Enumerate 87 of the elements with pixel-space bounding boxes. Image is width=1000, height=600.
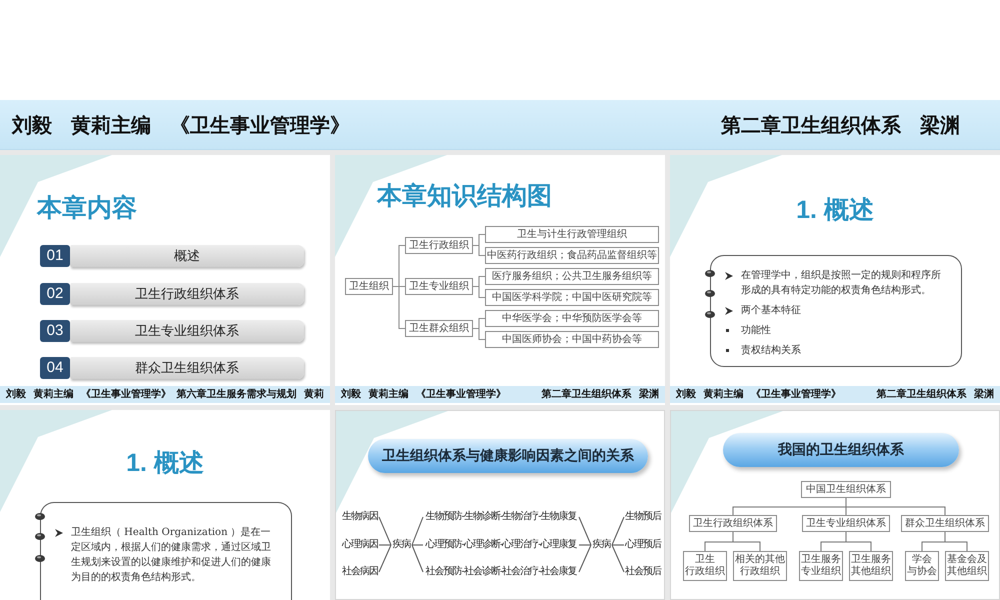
factor-label: 疾病: [392, 538, 411, 552]
slide-title: 1. 概述: [126, 448, 204, 478]
connector-line: [472, 245, 486, 256]
connector-line: [472, 328, 486, 340]
header-text: 第二章卫生组织体系 梁渊: [721, 112, 960, 138]
factor-label: 心理病因: [341, 538, 378, 552]
org-box: 卫生行政组织: [683, 551, 727, 581]
bullet-text: 在管理学中，组织是按照一定的规则和程序所形成的具有特定功能的权责角色结构形式。: [741, 268, 941, 298]
connector-line: [472, 286, 486, 298]
number-tab: 01: [40, 245, 70, 267]
topic-bar: 卫生行政组织体系: [70, 283, 304, 305]
org-box: 卫生专业组织: [405, 278, 473, 295]
org-box: 卫生服务其他组织: [849, 551, 893, 581]
slide-title: 1. 概述: [796, 195, 874, 225]
factor-label: 社会预后: [625, 565, 662, 579]
connector-line: [378, 544, 392, 546]
slide-thumbnail: [0, 410, 330, 600]
footer-band: [670, 386, 1000, 403]
title-pill: 卫生组织体系与健康影响因素之间的关系: [368, 439, 648, 473]
connector-line: [392, 286, 406, 329]
topic-bar: 概述: [70, 245, 304, 267]
title-pill: 我国的卫生组织体系: [723, 433, 959, 467]
slide-thumbnail: [670, 410, 1000, 600]
connector-line: [378, 516, 392, 546]
number-tab: 03: [40, 320, 70, 342]
topic-bar: 卫生专业组织体系: [70, 320, 304, 342]
factor-label: 疾病: [592, 538, 611, 552]
connector-line: [944, 532, 968, 552]
org-box: 卫生专业组织体系: [802, 515, 890, 532]
factor-label: 心理预后: [625, 538, 662, 552]
slide-title: 本章知识结构图: [377, 181, 552, 211]
org-box: 基金会及其他组织: [945, 551, 989, 581]
footer-text: 第二章卫生组织体系 梁渊: [876, 388, 994, 401]
header-band: [0, 100, 1000, 150]
footer-text: 第二章卫生组织体系 梁渊: [542, 388, 659, 401]
footer-text: 刘毅 黄莉主编 《卫生事业管理学》: [676, 388, 841, 401]
org-box: 中国医师协会；中国中药协会等: [485, 331, 659, 348]
org-box: 卫生群众组织: [405, 320, 473, 337]
org-box: 中华医学会；中华预防医学会等: [485, 310, 659, 327]
topic-bar: 群众卫生组织体系: [70, 357, 304, 379]
slide-title: 本章内容: [37, 193, 137, 223]
slide-thumbnail: [0, 155, 330, 405]
connector-line: [578, 544, 592, 546]
org-box: 相关的其他行政组织: [733, 551, 787, 581]
connector-line: [578, 544, 592, 572]
org-box: 卫生服务专业组织: [799, 551, 843, 581]
slide-thumbnail: [335, 410, 665, 600]
org-box: 医疗服务组织；公共卫生服务组织等: [485, 268, 659, 285]
connector-line: [378, 544, 392, 572]
connector-line: [612, 544, 624, 546]
org-box: 中国医学科学院；中国中医研究院等: [485, 289, 659, 306]
org-box: 卫生行政组织: [405, 237, 473, 254]
footer-text: 第六章卫生服务需求与规划 黄莉: [176, 388, 324, 401]
org-box: 中国卫生组织体系: [801, 481, 891, 498]
slide-thumbnail: [670, 155, 1000, 405]
org-box: 群众卫生组织体系: [901, 515, 989, 532]
factor-label: 社会预防-社会诊断-社会治疗-社会康复: [424, 565, 578, 579]
bullet-text: 功能性: [741, 324, 771, 338]
factor-label: 心理预防-心理诊断-心理治疗-心理康复: [424, 538, 578, 552]
footer-band: [335, 386, 665, 403]
org-box: 卫生组织: [345, 278, 393, 295]
footer-band: [0, 386, 330, 403]
org-box: 学会与协会: [905, 551, 939, 581]
factor-label: 生物预后: [625, 510, 662, 524]
org-box: 卫生与计生行政管理组织: [485, 226, 659, 243]
connector-line: [846, 532, 872, 552]
factor-label: 生物病因: [341, 510, 378, 524]
connector-line: [412, 544, 424, 546]
bullet-text: 卫生组织（ Health Organization ）是在一定区域内，根据人们的健康需求，通过区域卫生规划来设置的以健康维护和促进人们的健康为目的的权责角色结构形式。: [71, 526, 271, 585]
header-text: 刘毅 黄莉主编 《卫生事业管理学》: [12, 112, 350, 138]
connector-line: [412, 516, 424, 546]
bullet-text: 两个基本特征: [741, 304, 801, 318]
connector-line: [412, 544, 424, 572]
bullet-text: 责权结构关系: [741, 344, 801, 358]
footer-text: 刘毅 黄莉主编 《卫生事业管理学》: [341, 388, 506, 401]
org-box: 卫生行政组织体系: [689, 515, 777, 532]
number-tab: 02: [40, 283, 70, 305]
factor-label: 社会病因: [341, 565, 378, 579]
factor-label: 生物预防-生物诊断-生物治疗-生物康复: [424, 510, 578, 524]
connector-line: [612, 544, 624, 572]
org-box: 中医药行政组织；食品药品监督组织等: [485, 247, 659, 264]
connector-line: [846, 498, 946, 516]
number-tab: 04: [40, 357, 70, 379]
slide-thumbnail: [335, 155, 665, 405]
connector-line: [578, 516, 592, 546]
footer-text: 刘毅 黄莉主编 《卫生事业管理学》: [6, 388, 171, 401]
connector-line: [612, 516, 624, 546]
